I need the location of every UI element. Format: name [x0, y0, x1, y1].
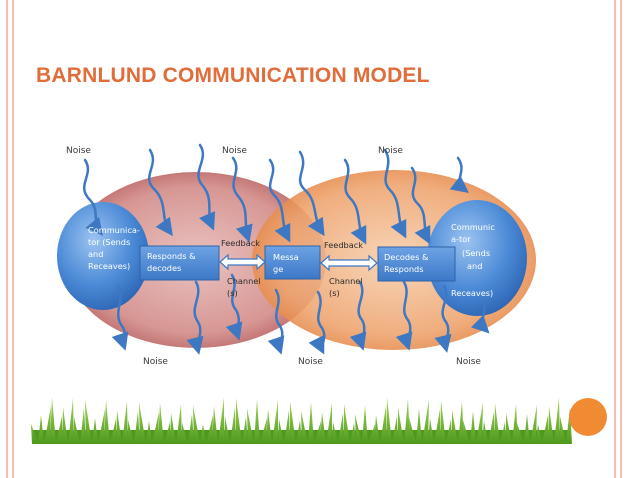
right-communicator-line: a-tor: [451, 234, 471, 244]
noise-arrow: [186, 280, 204, 355]
message-box-line: Messa: [273, 252, 299, 262]
channel-label-left: Channel: [227, 276, 261, 286]
responds-decodes-box: [139, 245, 220, 281]
noise-arrow: [83, 158, 104, 236]
feedback-arrow-left: [219, 253, 266, 271]
decodes-box-line: Decodes &: [384, 252, 429, 262]
right-communicator-line: Receaves): [451, 288, 493, 298]
noise-arrow: [434, 284, 452, 353]
decodes-box-line: Responds: [384, 264, 423, 274]
noise-arrow: [148, 148, 173, 237]
right-communicator-circle: [427, 200, 527, 316]
responds-box-line: Responds &: [147, 251, 196, 261]
noise-arrow: [267, 288, 285, 355]
noise-arrow: [395, 280, 413, 351]
right-communicator-line: and: [467, 261, 482, 271]
noise-arrow: [268, 158, 291, 243]
noise-arrow: [449, 156, 469, 194]
feedback-label-right: Feedback: [324, 240, 363, 250]
responds-box-line: decodes: [147, 263, 181, 273]
noise-arrow: [298, 150, 325, 237]
left-border-line: [6, 0, 8, 478]
right-border-line: [614, 0, 616, 478]
feedback-arrow-right: [320, 254, 378, 272]
noise-arrow: [308, 290, 326, 355]
noise-label: Noise: [378, 146, 403, 156]
noise-arrow: [197, 143, 216, 231]
channel-label-right: Channel: [329, 276, 363, 286]
slide-title: BARNLUND COMMUNICATION MODEL: [36, 64, 430, 87]
right-border-line: [620, 0, 622, 478]
noise-arrow: [349, 280, 367, 351]
noise-arrow: [410, 166, 431, 245]
left-communicator-line: Communica-: [88, 225, 140, 235]
left-communicator-line: and: [88, 249, 103, 259]
right-communicator-line: Communic: [451, 222, 495, 232]
noise-arrow: [383, 148, 407, 239]
left-border-line: [12, 0, 14, 478]
decodes-responds-box: [377, 246, 456, 282]
left-communicator-circle: [57, 202, 149, 310]
noise-arrow: [231, 156, 253, 243]
channel-label-right: (s): [329, 288, 340, 298]
noise-label: Noise: [143, 357, 168, 367]
feedback-label-left: Feedback: [221, 238, 260, 248]
noise-arrow: [343, 158, 367, 245]
right-communicator-line: (Sends: [462, 248, 490, 258]
noise-label: Noise: [222, 146, 247, 156]
orange-circle-decoration: [569, 398, 607, 436]
channel-label-left: (s): [227, 288, 238, 298]
left-communicator-line: tor (Sends: [88, 237, 130, 247]
noise-arrow: [225, 273, 243, 341]
grass-decoration: [31, 397, 572, 444]
noise-label: Noise: [456, 357, 481, 367]
message-box-line: ge: [273, 264, 283, 274]
noise-arrow: [111, 284, 129, 351]
noise-label: Noise: [66, 146, 91, 156]
left-communicator-line: Receaves): [88, 261, 130, 271]
message-box: [264, 245, 321, 280]
noise-arrow: [470, 298, 490, 334]
noise-label: Noise: [298, 357, 323, 367]
